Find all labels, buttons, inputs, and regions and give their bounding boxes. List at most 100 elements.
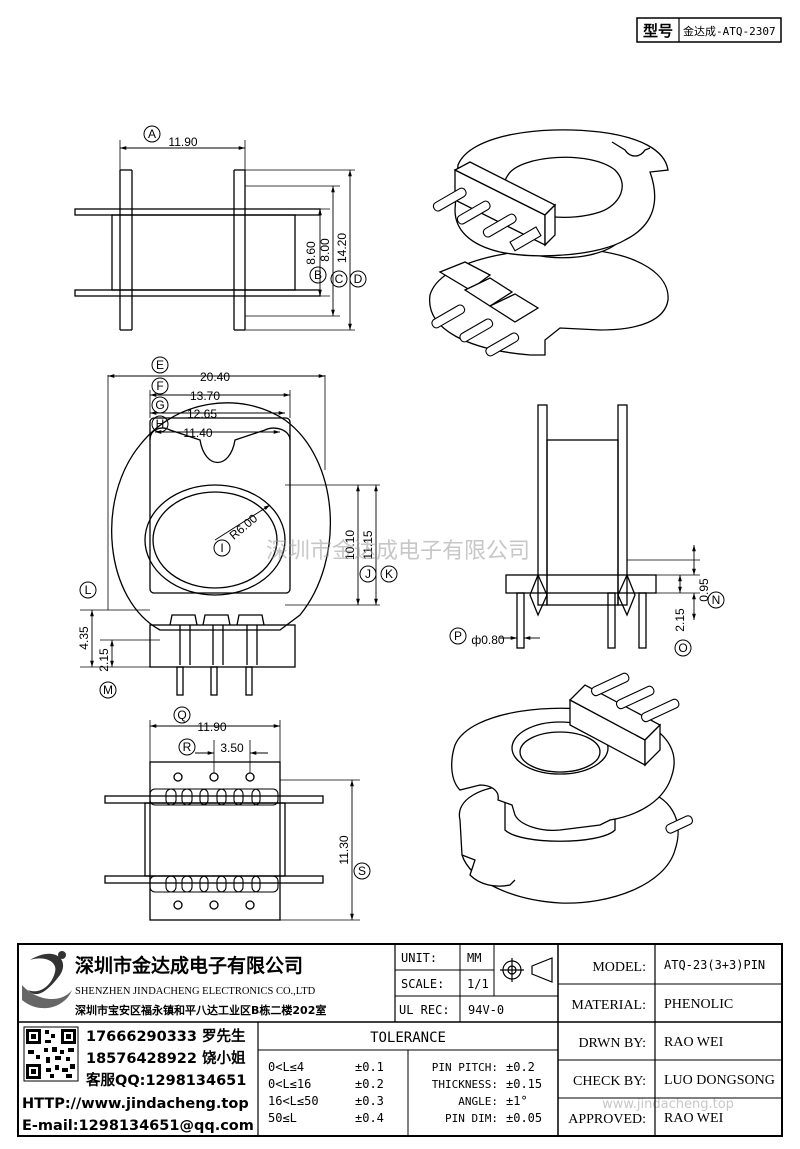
tolerance-title: TOLERANCE — [370, 1030, 446, 1046]
ul-rec-value: 94V-0 — [468, 1003, 504, 1017]
top-view-labels: A 11.90 8.60 B 8.00 C 14.20 D — [143, 125, 367, 288]
pin-spec-label: PIN PITCH: — [432, 1061, 498, 1074]
dim-value-d: 14.20 — [335, 233, 349, 263]
dim-tag-g: G — [155, 398, 164, 412]
model-box-label: 型号 — [643, 22, 673, 40]
dim-tag-m: M — [103, 683, 113, 697]
dim-value-p: ф0.80 — [471, 633, 505, 647]
dim-tag-b: B — [314, 268, 322, 282]
isometric-view-pins-down — [429, 129, 669, 357]
tolerance-value: ±0.2 — [355, 1077, 384, 1091]
model-label: MODEL: — [592, 960, 646, 975]
tolerance-range: 0<L≤16 — [268, 1077, 311, 1091]
front-view — [80, 375, 380, 696]
company-name-en: SHENZHEN JINDACHENG ELECTRONICS CO.,LTD — [75, 986, 316, 997]
dim-tag-r: R — [183, 740, 192, 754]
dim-tag-l: L — [85, 583, 92, 597]
dim-tag-a: A — [148, 127, 156, 141]
drawing-info-rows: MODEL: ATQ-23(3+3)PIN MATERIAL: PHENOLIC… — [568, 958, 775, 1127]
company-name-cn: 深圳市金达成电子有限公司 — [75, 954, 303, 977]
tolerance-range: 0<L≤4 — [268, 1060, 304, 1074]
check-by-value: LUO DONGSONG — [664, 1073, 775, 1088]
tolerance-value: ±0.4 — [355, 1111, 384, 1125]
dim-value-c: 8.00 — [318, 238, 332, 262]
dim-value-b: 8.60 — [304, 241, 318, 265]
watermark-text: 深圳市金达成电子有限公司 — [266, 539, 530, 564]
front-view-labels: E 20.40 F 13.70 G 12.65 H 11.40 I R6.00 … — [77, 356, 398, 699]
dim-tag-k: K — [385, 567, 393, 581]
ul-rec-label: UL REC: — [399, 1003, 450, 1017]
dim-tag-i: I — [220, 541, 223, 555]
unit-label: UNIT: — [401, 951, 437, 965]
company-logo — [22, 951, 72, 1009]
model-value: ATQ-23(3+3)PIN — [664, 958, 765, 972]
approved-value: RAO WEI — [664, 1111, 724, 1126]
pin-spec-value: ±0.05 — [506, 1111, 542, 1125]
dim-value-a: 11.90 — [168, 135, 197, 149]
side-view-dimensions — [500, 545, 696, 640]
dim-value-g: 12.65 — [187, 407, 217, 421]
scale-value: 1/1 — [467, 977, 489, 991]
approved-label: APPROVED: — [568, 1112, 646, 1127]
pin-spec-table: PIN PITCH: ±0.2 THICKNESS: ±0.15 ANGLE: … — [432, 1060, 542, 1125]
scale-label: SCALE: — [401, 977, 444, 991]
dim-value-l: 4.35 — [77, 626, 91, 650]
dim-value-q: 11.90 — [197, 720, 226, 734]
dim-value-i: R6.00 — [227, 511, 261, 543]
dim-tag-e: E — [156, 358, 164, 372]
drawn-by-value: RAO WEI — [664, 1035, 724, 1050]
projection-symbol-icon — [500, 957, 553, 983]
side-view — [505, 404, 700, 649]
dim-value-f: 13.70 — [190, 389, 220, 403]
bottom-view-dimensions — [150, 724, 354, 920]
top-view-dimensions — [120, 146, 352, 330]
dim-value-e: 20.40 — [200, 370, 230, 384]
tolerance-table: 0<L≤4 ±0.1 0<L≤16 ±0.2 16<L≤50 ±0.3 50≤L… — [268, 1060, 384, 1125]
dim-tag-o: O — [678, 641, 687, 655]
dim-tag-d: D — [354, 272, 363, 286]
dim-tag-s: S — [358, 864, 366, 878]
dim-tag-n: N — [712, 593, 721, 607]
dim-tag-f: F — [156, 379, 163, 393]
dim-tag-j: J — [365, 567, 371, 581]
pin-spec-value: ±1° — [506, 1094, 528, 1108]
contact-phone-2: 18576428922 饶小姐 — [86, 1049, 246, 1067]
bottom-view — [104, 720, 360, 921]
unit-value: MM — [467, 951, 481, 965]
dim-tag-c: C — [335, 272, 344, 286]
pin-spec-label: PIN DIM: — [445, 1112, 498, 1125]
tolerance-value: ±0.3 — [355, 1094, 384, 1108]
check-by-label: CHECK BY: — [573, 1074, 646, 1089]
model-box-value: 金达成-ATQ-2307 — [683, 24, 776, 38]
front-view-dimensions — [90, 374, 378, 667]
watermark-site: www.jindacheng.top — [602, 1097, 734, 1112]
dim-tag-p: P — [454, 629, 462, 643]
pin-spec-value: ±0.15 — [506, 1077, 542, 1091]
dim-value-r: 3.50 — [220, 741, 244, 755]
qr-code — [23, 1026, 79, 1082]
contact-qq: 客服QQ:1298134651 — [85, 1071, 246, 1089]
contact-website: HTTP://www.jindacheng.top — [22, 1096, 249, 1112]
dim-value-k: 11.15 — [361, 530, 375, 559]
isometric-view-pins-up — [451, 672, 694, 904]
dim-value-n: 0.95 — [697, 578, 711, 602]
dim-value-h: 11.40 — [183, 426, 212, 440]
top-view — [74, 140, 355, 331]
tolerance-range: 16<L≤50 — [268, 1094, 319, 1108]
bottom-view-labels: Q 11.90 R 3.50 11.30 S — [173, 706, 371, 880]
side-view-labels: 0.95 N 2.15 O P ф0.80 — [449, 578, 725, 657]
drawn-by-label: DRWN BY: — [578, 1036, 646, 1051]
pin-spec-label: ANGLE: — [458, 1095, 498, 1108]
company-address: 深圳市宝安区福永镇和平八达工业区B栋二楼202室 — [75, 1003, 326, 1017]
dim-value-s: 11.30 — [337, 835, 351, 864]
dim-value-o: 2.15 — [673, 608, 687, 632]
title-block — [17, 943, 783, 1137]
contact-email: E-mail:1298134651@qq.com — [22, 1118, 254, 1134]
material-label: MATERIAL: — [571, 998, 646, 1013]
dim-tag-h: H — [156, 417, 165, 431]
pin-spec-label: THICKNESS: — [432, 1078, 498, 1091]
dim-value-j: 10.10 — [343, 530, 357, 560]
tolerance-value: ±0.1 — [355, 1060, 384, 1074]
pin-spec-value: ±0.2 — [506, 1060, 535, 1074]
model-number-box: 型号 金达成-ATQ-2307 — [636, 17, 782, 43]
